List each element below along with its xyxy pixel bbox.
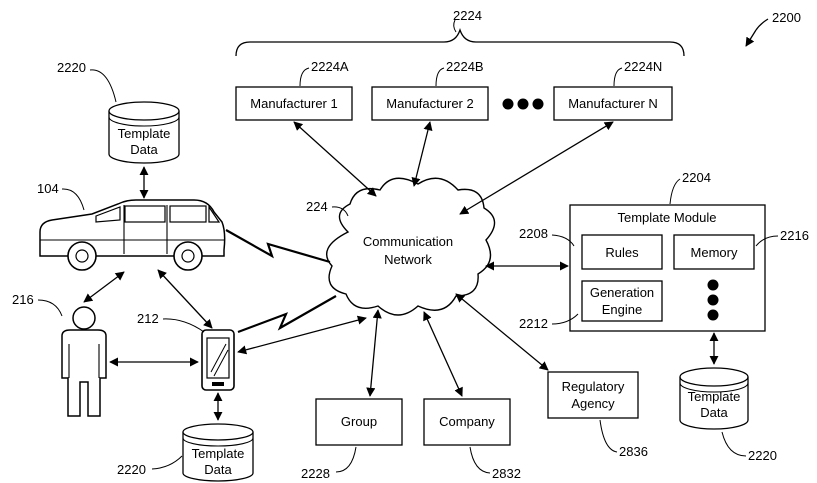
figure-ref: 2200 — [772, 10, 801, 25]
template-data-device-ref: 2220 — [117, 462, 146, 477]
group-label: Group — [341, 414, 377, 429]
generation-engine-label-line2: Engine — [602, 302, 642, 317]
network-ref: 224 — [306, 199, 328, 214]
manufacturer-1-leader — [299, 67, 310, 87]
generation-engine-label-line1: Generation — [590, 285, 654, 300]
regulatory-leader — [599, 419, 618, 453]
template-module-leader — [669, 178, 681, 205]
arrow-user-vehicle — [83, 271, 125, 303]
arrow-manufacturer-2-network — [411, 121, 433, 187]
manufacturers-brace — [235, 27, 685, 57]
arrow-vehicle-device — [157, 269, 213, 329]
arrow-network-regulatory — [455, 293, 549, 371]
group-box: Group — [315, 398, 403, 446]
user-ref: 216 — [12, 292, 34, 307]
template-module-ref: 2204 — [682, 170, 711, 185]
company-ref: 2832 — [492, 466, 521, 481]
network-label-line2: Network — [384, 252, 432, 267]
manufacturer-1: Manufacturer 1 — [235, 86, 353, 121]
arrow-network-group — [366, 309, 382, 397]
rules-ref: 2208 — [519, 226, 548, 241]
template-data-label-line1: Template — [118, 126, 171, 141]
vehicle-leader — [61, 188, 85, 211]
template-data-label-line2: Data — [130, 142, 158, 157]
manufacturer-1-label: Manufacturer 1 — [250, 96, 337, 111]
manufacturer-2-label: Manufacturer 2 — [386, 96, 473, 111]
company-leader — [469, 446, 491, 474]
generation-engine-leader — [551, 313, 579, 325]
template-data-cylinder-module: Template Data — [679, 367, 749, 430]
generation-engine-ref: 2212 — [519, 316, 548, 331]
template-data-vehicle-leader — [89, 69, 117, 103]
template-data-module-ref: 2220 — [748, 448, 777, 463]
memory-label: Memory — [691, 245, 738, 260]
template-data-device-leader — [151, 455, 183, 470]
device-ref: 212 — [137, 311, 159, 326]
rules-label: Rules — [605, 245, 639, 260]
arrow-network-company — [423, 311, 463, 397]
manufacturer-2: Manufacturer 2 — [371, 86, 489, 121]
device-leader — [162, 318, 205, 333]
arrow-manufacturer-1-network — [293, 121, 377, 197]
regulatory-agency-box: Regulatory Agency — [547, 371, 639, 419]
regulatory-label-line2: Agency — [571, 396, 615, 411]
template-data-label-line2: Data — [700, 405, 728, 420]
memory-ref: 2216 — [780, 228, 809, 243]
manufacturer-n-ref: 2224N — [624, 59, 662, 74]
regulatory-ref: 2836 — [619, 444, 648, 459]
network-leader — [331, 206, 349, 217]
rules-box — [581, 234, 663, 270]
user-icon — [61, 306, 107, 417]
regulatory-label-line1: Regulatory — [562, 379, 625, 394]
company-label: Company — [439, 414, 495, 429]
wireless-link-vehicle-icon — [225, 229, 331, 264]
template-data-label-line2: Data — [204, 462, 232, 477]
manufacturer-n-leader — [613, 67, 623, 87]
template-data-cylinder-device: Template Data — [182, 423, 254, 482]
company-box: Company — [423, 398, 511, 446]
template-data-module-leader — [721, 431, 747, 457]
template-data-label-line1: Template — [688, 389, 741, 404]
manufacturer-n: Manufacturer N — [553, 86, 673, 121]
template-module-ellipsis — [707, 279, 719, 321]
network-label-line1: Communication — [363, 234, 453, 249]
manufacturer-n-label: Manufacturer N — [568, 96, 658, 111]
user-leader — [37, 299, 63, 317]
figure-ref-arrow — [745, 18, 769, 47]
arrow-device-network — [237, 315, 367, 355]
template-data-label-line1: Template — [192, 446, 245, 461]
mobile-device-icon — [201, 329, 235, 391]
template-module-title: Template Module — [618, 210, 717, 225]
group-leader — [335, 446, 357, 473]
manufacturer-1-ref: 2224A — [311, 59, 349, 74]
generation-engine-box — [581, 280, 663, 322]
vehicle-icon — [39, 199, 226, 271]
manufacturer-2-leader — [435, 67, 445, 87]
template-data-cylinder-vehicle: Template Data — [108, 101, 180, 164]
manufacturers-group-leader — [453, 19, 457, 33]
rules-leader — [551, 234, 575, 247]
manufacturers-group-ref: 2224 — [453, 8, 482, 23]
group-ref: 2228 — [301, 466, 330, 481]
arrow-manufacturer-n-network — [459, 121, 614, 215]
vehicle-ref: 104 — [37, 181, 59, 196]
manufacturer-2-ref: 2224B — [446, 59, 484, 74]
memory-box — [673, 234, 755, 270]
template-data-vehicle-ref: 2220 — [57, 60, 86, 75]
memory-leader — [755, 235, 779, 247]
wireless-link-device-icon — [237, 295, 337, 334]
template-module: Template Module Rules Memory Generation … — [569, 204, 766, 332]
manufacturers-ellipsis — [502, 98, 544, 110]
communication-network-cloud: Communication Network — [326, 177, 496, 316]
